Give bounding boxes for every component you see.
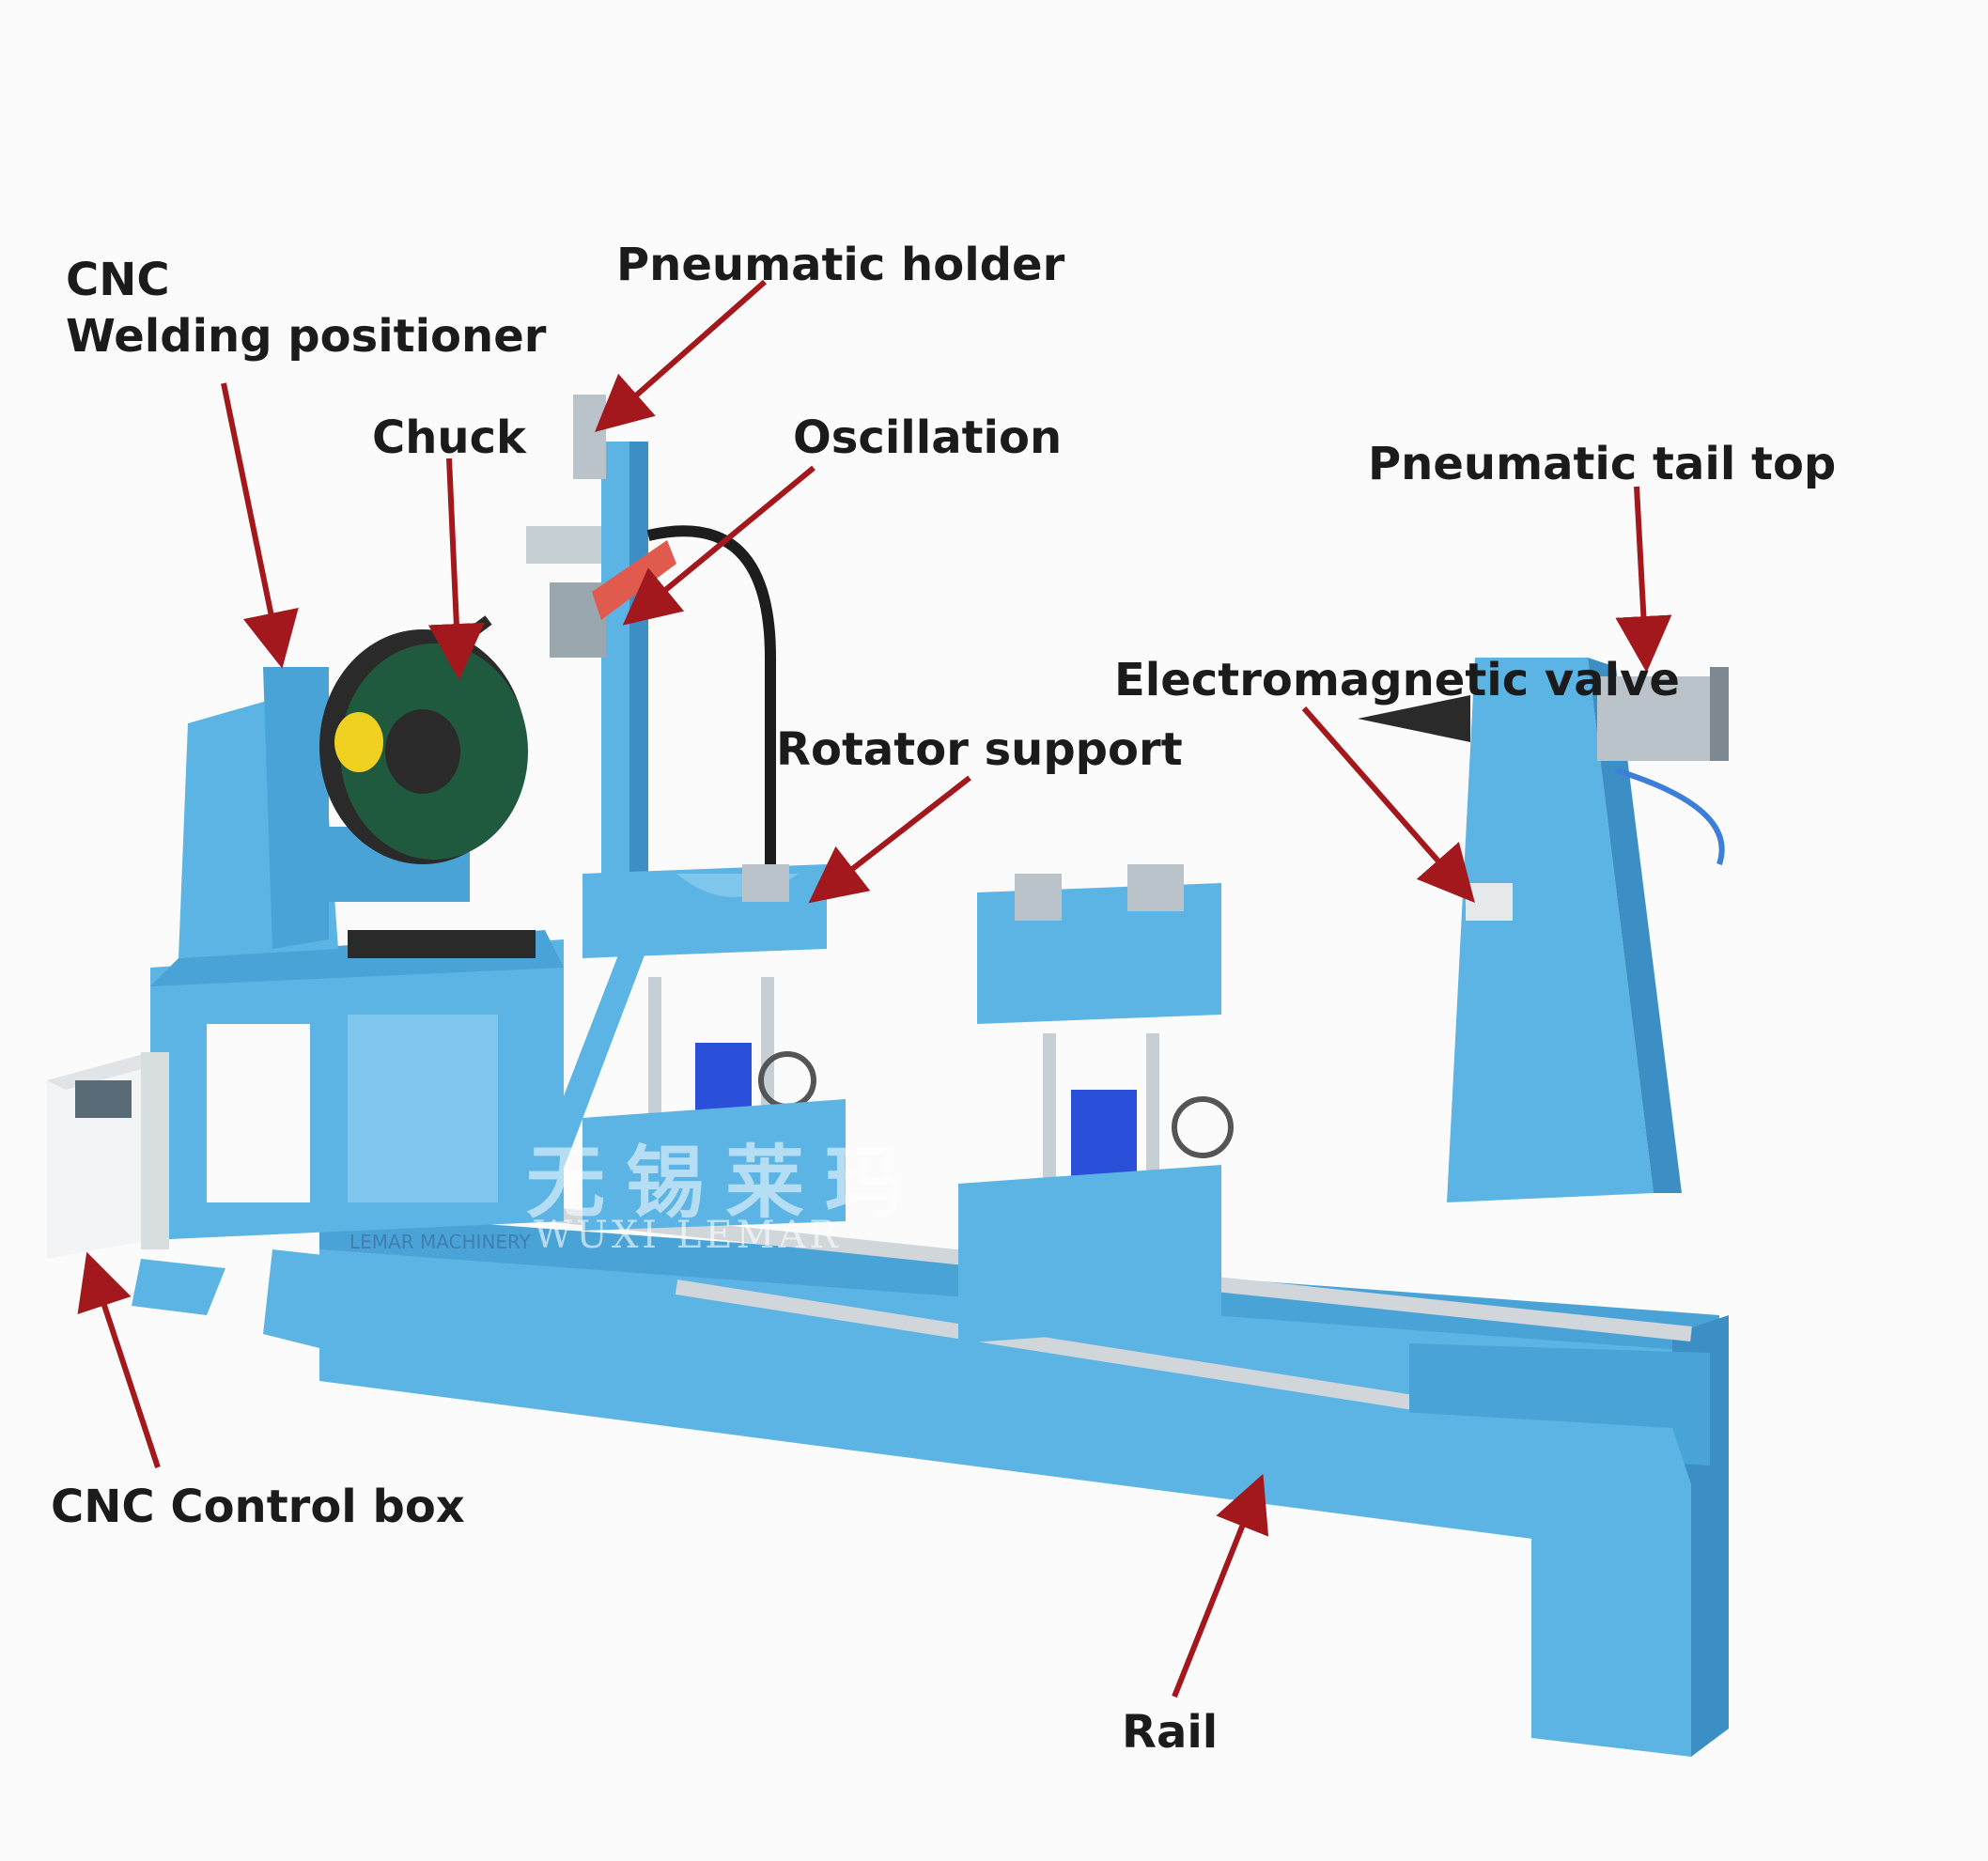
label-pneumatic-tail-top: Pneumatic tail top bbox=[1368, 438, 1837, 490]
rotator-support-right bbox=[958, 864, 1234, 1343]
label-chuck: Chuck bbox=[372, 411, 526, 464]
tail-top-tower bbox=[1353, 658, 1729, 1484]
label-pneumatic-holder: Pneumatic holder bbox=[616, 239, 1065, 291]
arrow-electromagnetic-valve bbox=[1301, 706, 1475, 904]
label-rail: Rail bbox=[1122, 1706, 1219, 1759]
arrow-chuck bbox=[427, 457, 485, 680]
label-cnc-line: CNC bbox=[66, 254, 170, 306]
watermark-chinese: 无锡莱玛 bbox=[526, 1137, 925, 1229]
arrow-pneumatic-tail-top bbox=[1615, 486, 1672, 673]
label-rotator-support: Rotator support bbox=[776, 723, 1183, 776]
label-cnc-welding-positioner: CNC Welding positioner bbox=[66, 252, 546, 364]
watermark-small: LEMAR MACHINERY bbox=[349, 1231, 531, 1253]
pneumatic-holder-column bbox=[526, 395, 776, 1193]
label-electromagnetic-valve: Electromagnetic valve bbox=[1114, 654, 1680, 706]
watermark-english: WUXI LEMAR bbox=[534, 1214, 842, 1257]
arrow-control-box bbox=[77, 1251, 161, 1468]
arrow-welding-positioner bbox=[221, 382, 299, 669]
annotation-arrows bbox=[77, 279, 1672, 1698]
arrow-rail bbox=[1172, 1473, 1269, 1698]
welding-positioner bbox=[150, 615, 564, 1240]
label-cnc-control-box: CNC Control box bbox=[51, 1481, 465, 1533]
label-welding-positioner-line: Welding positioner bbox=[66, 310, 547, 363]
rotator-support-left bbox=[582, 864, 846, 1231]
label-oscillation: Oscillation bbox=[793, 411, 1063, 464]
arrow-oscillation bbox=[622, 465, 815, 626]
cnc-control-box bbox=[47, 1052, 169, 1259]
arrow-pneumatic-holder bbox=[595, 279, 767, 432]
arrow-rotator-support bbox=[808, 775, 971, 904]
